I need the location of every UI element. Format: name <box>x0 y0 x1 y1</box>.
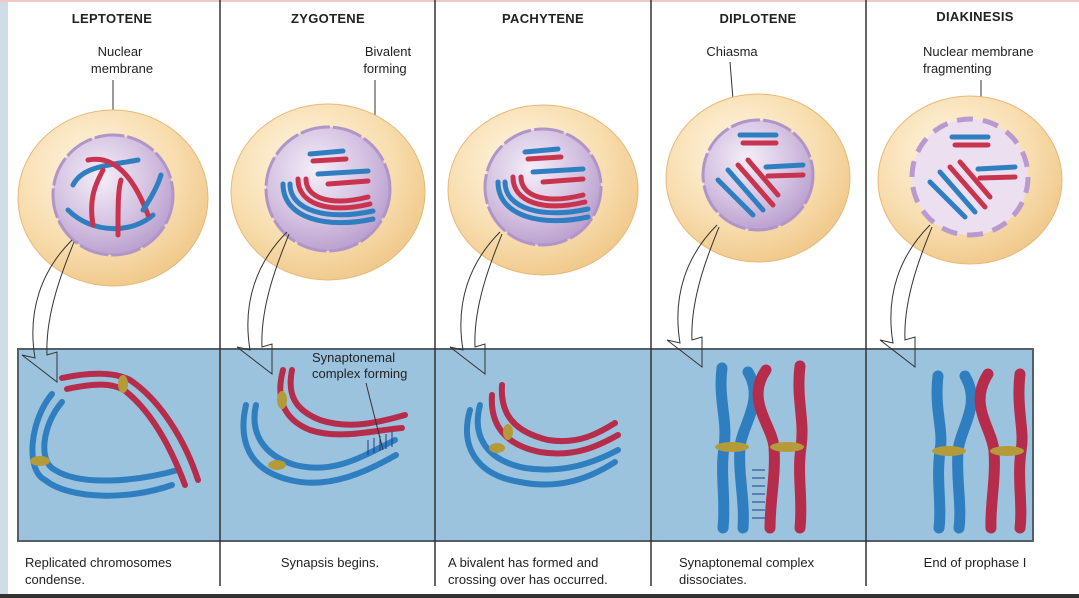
caption-zygotene: Synapsis begins. <box>281 555 379 570</box>
cell-diakinesis <box>877 95 1063 265</box>
inset-zygotene: Synaptonemal complex forming <box>240 350 408 486</box>
label-fragmenting-2: fragmenting <box>923 61 992 76</box>
caption-pachytene-2: crossing over has occurred. <box>448 572 608 587</box>
chromosomes <box>715 132 806 218</box>
caption-diplotene-2: dissociates. <box>679 572 747 587</box>
bottom-border <box>0 594 1079 598</box>
caption-diakinesis: End of prophase I <box>924 555 1027 570</box>
label-synaptonemal-2: complex forming <box>312 366 407 381</box>
zoom-arrow <box>449 231 503 376</box>
nucleus <box>51 133 175 257</box>
stage-title-diplotene: DIPLOTENE <box>719 11 796 26</box>
stage-title-zygotene: ZYGOTENE <box>291 11 365 26</box>
cell-pachytene <box>447 104 639 276</box>
caption-diplotene-1: Synaptonemal complex <box>679 555 815 570</box>
nucleus <box>483 127 603 247</box>
left-edge-strip <box>0 0 8 598</box>
stage-title-diakinesis: DIAKINESIS <box>936 9 1013 24</box>
label-nuclear-membrane-2: membrane <box>91 61 153 76</box>
zoom-arrow <box>666 224 720 369</box>
caption-leptotene-2: condense. <box>25 572 85 587</box>
panel-dividers <box>219 0 867 586</box>
cell-leptotene <box>17 109 209 287</box>
inset-pachytene <box>464 382 621 488</box>
inset-leptotene <box>29 370 201 499</box>
chromosomes <box>495 146 591 224</box>
zoom-arrow <box>21 239 75 384</box>
label-bivalent-2: forming <box>363 61 406 76</box>
chromosomes <box>65 156 164 238</box>
stage-title-leptotene: LEPTOTENE <box>72 11 153 26</box>
caption-pachytene-1: A bivalent has formed and <box>448 555 598 570</box>
zoom-arrow <box>236 231 290 376</box>
label-synaptonemal-1: Synaptonemal <box>312 350 395 365</box>
inset-diplotene <box>715 360 808 534</box>
inset-diakinesis <box>931 368 1028 534</box>
zoom-arrow <box>879 224 933 369</box>
leader-line <box>365 382 384 451</box>
label-chiasma: Chiasma <box>706 44 758 59</box>
caption-leptotene-1: Replicated chromosomes <box>25 555 172 570</box>
label-bivalent-1: Bivalent <box>365 44 412 59</box>
chromosomes <box>280 148 376 226</box>
label-fragmenting-1: Nuclear membrane <box>923 44 1034 59</box>
label-nuclear-membrane-1: Nuclear <box>98 44 143 59</box>
cell-zygotene <box>230 103 426 281</box>
cell-diplotene <box>665 93 851 263</box>
stage-title-pachytene: PACHYTENE <box>502 11 584 26</box>
chromosomes <box>927 134 1018 220</box>
